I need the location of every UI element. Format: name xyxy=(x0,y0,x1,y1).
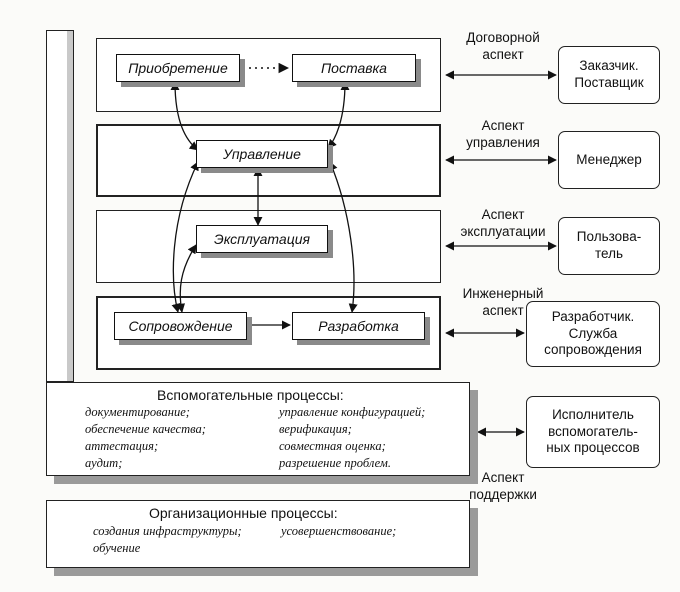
actor-manager: Менеджер xyxy=(558,131,660,189)
supporting-item: обеспечение качества; xyxy=(85,422,206,436)
supporting-processes-panel: Вспомогательные процессы: документирован… xyxy=(46,382,470,476)
supporting-item: аттестация; xyxy=(85,439,159,453)
process-acquisition: Приобретение xyxy=(116,54,240,82)
actor-developer: Разработчик. Служба сопровождения xyxy=(526,301,660,367)
supporting-processes-title: Вспомогательные процессы: xyxy=(157,387,344,403)
organizational-item: создания инфраструктуры; xyxy=(93,524,242,538)
aspect-management-label: Аспект управления xyxy=(466,118,540,150)
organizational-item: обучение xyxy=(93,541,141,555)
aspect-contract-label: Договорной аспект xyxy=(466,30,540,62)
supporting-item: аудит; xyxy=(85,456,123,470)
aspect-support-label: Аспект поддержки xyxy=(469,470,537,502)
organizational-processes-panel: Организационные процессы: создания инфра… xyxy=(46,500,470,568)
process-maintenance: Сопровождение xyxy=(114,312,247,340)
actor-customer-supplier: Заказчик. Поставщик xyxy=(558,46,660,104)
actor-support-executor: Исполнитель вспомогатель- ных процессов xyxy=(526,396,660,468)
actor-user: Пользова- тель xyxy=(558,217,660,275)
organizational-item: усовершенствование; xyxy=(281,524,397,538)
aspect-engineering-label: Инженерный аспект xyxy=(462,286,544,318)
supporting-item: верификация; xyxy=(279,422,352,436)
supporting-item: совместная оценка; xyxy=(279,439,386,453)
process-operation: Эксплуатация xyxy=(196,225,328,253)
supporting-item: документирование; xyxy=(85,405,190,419)
supporting-item: разрешение проблем. xyxy=(279,456,391,470)
process-supply: Поставка xyxy=(292,54,416,82)
aspect-operation-label: Аспект эксплуатации xyxy=(460,207,546,239)
process-management: Управление xyxy=(196,140,328,168)
left-vertical-bar xyxy=(46,30,74,382)
supporting-item: управление конфигурацией; xyxy=(279,405,426,419)
process-development: Разработка xyxy=(292,312,425,340)
organizational-processes-title: Организационные процессы: xyxy=(149,505,338,521)
